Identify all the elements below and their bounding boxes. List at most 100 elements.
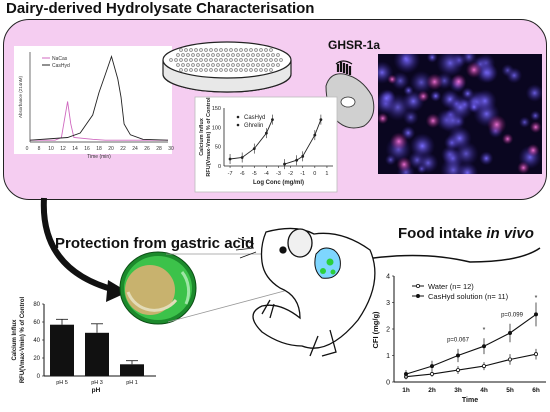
annotation: * <box>483 327 486 334</box>
x-tick-label: -1 <box>300 171 305 177</box>
data-point <box>403 372 408 377</box>
dish-well <box>234 68 238 72</box>
x-tick-label: 2h <box>428 387 436 394</box>
y-tick-label: 100 <box>212 125 221 131</box>
tick-label: 22 <box>120 146 126 152</box>
dish-well <box>231 53 235 57</box>
dish-well <box>169 58 173 62</box>
y-tick-label: 40 <box>33 338 40 344</box>
dish-well <box>249 48 253 52</box>
mouse-illustration <box>235 227 541 357</box>
nucleus-blue <box>506 67 523 84</box>
dish-well <box>224 58 228 62</box>
dish-well <box>184 68 188 72</box>
dish-well <box>211 53 215 57</box>
dish-well <box>186 63 190 67</box>
dish-well <box>209 48 213 52</box>
y-tick-label: 60 <box>33 320 40 326</box>
legend-marker <box>415 283 420 288</box>
y-tick-label: 3 <box>386 300 390 307</box>
dish-well <box>246 63 250 67</box>
dish-well <box>249 58 253 62</box>
tick-label: 28 <box>156 146 162 152</box>
dish-well <box>206 53 210 57</box>
tick-label: 24 <box>132 146 138 152</box>
data-point <box>455 353 460 358</box>
dish-well <box>234 48 238 52</box>
annotation: p=0.099 <box>501 312 524 318</box>
y-tick-label: 50 <box>215 145 221 151</box>
flow-arrow <box>40 197 128 302</box>
data-point <box>455 368 460 373</box>
dish-well <box>236 53 240 57</box>
dish-well <box>179 48 183 52</box>
dish-well <box>241 63 245 67</box>
dish-well <box>264 68 268 72</box>
tick-label: 12 <box>60 146 66 152</box>
x-tick-label: -6 <box>240 171 245 177</box>
dish-well <box>251 53 255 57</box>
legend-label: Ghrelin <box>244 123 263 129</box>
nucleus-blue <box>525 84 542 102</box>
dish-well <box>279 58 283 62</box>
nucleus-blue <box>417 152 439 174</box>
dish-well <box>216 53 220 57</box>
nucleus-blue <box>530 110 541 122</box>
legend-label: CasHyd <box>52 63 70 69</box>
cell-pink <box>529 121 542 134</box>
x-tick-label: pH 3 <box>91 380 103 386</box>
protection-title: Protection from gastric acid <box>55 235 255 252</box>
dish-well <box>179 58 183 62</box>
nucleus-blue <box>399 54 412 65</box>
dish-well <box>221 63 225 67</box>
food-intake-title: Food intake in vivo <box>398 225 534 242</box>
cell-pink <box>425 113 441 129</box>
bar <box>50 324 74 376</box>
tick-label: 18 <box>96 146 102 152</box>
y-tick-label: 80 <box>33 302 40 308</box>
dish-well <box>199 48 203 52</box>
dish-well <box>211 63 215 67</box>
dish-well <box>176 63 180 67</box>
dish-well <box>259 68 263 72</box>
dish-well <box>204 48 208 52</box>
tick-label: 8 <box>38 146 41 152</box>
data-point <box>429 364 434 369</box>
dish-well <box>251 63 255 67</box>
y-axis-label: Calcium Influx <box>12 319 18 361</box>
nucleus-blue <box>479 151 494 166</box>
dish-well <box>239 58 243 62</box>
capsule-icon <box>119 251 197 325</box>
dish-well <box>266 63 270 67</box>
dish-well <box>276 53 280 57</box>
cell-pink <box>517 161 530 174</box>
x-axis-label: Log Conc (mg/ml) <box>253 180 304 186</box>
legend-marker <box>415 293 420 298</box>
dish-well <box>224 68 228 72</box>
dish-well <box>236 63 240 67</box>
x-tick-label: -4 <box>264 171 269 177</box>
x-tick-label: 4h <box>480 387 488 394</box>
dish-well <box>261 63 265 67</box>
nucleus-blue <box>409 70 433 95</box>
dish-well <box>199 58 203 62</box>
series-line <box>405 313 537 375</box>
dish-well <box>256 63 260 67</box>
main-title: Dairy-derived Hydrolysate Characterisati… <box>6 0 315 17</box>
dish-well <box>264 48 268 52</box>
x-tick-label: -2 <box>288 171 293 177</box>
dish-well <box>219 68 223 72</box>
dish-well <box>241 53 245 57</box>
cell-pink <box>378 112 389 125</box>
dish-well <box>204 58 208 62</box>
data-point <box>264 131 268 135</box>
dish-well <box>226 63 230 67</box>
dish-well <box>244 48 248 52</box>
dose-response-panel <box>194 96 338 193</box>
dish-well <box>191 63 195 67</box>
dish-well <box>206 63 210 67</box>
cell-pink <box>526 143 540 157</box>
